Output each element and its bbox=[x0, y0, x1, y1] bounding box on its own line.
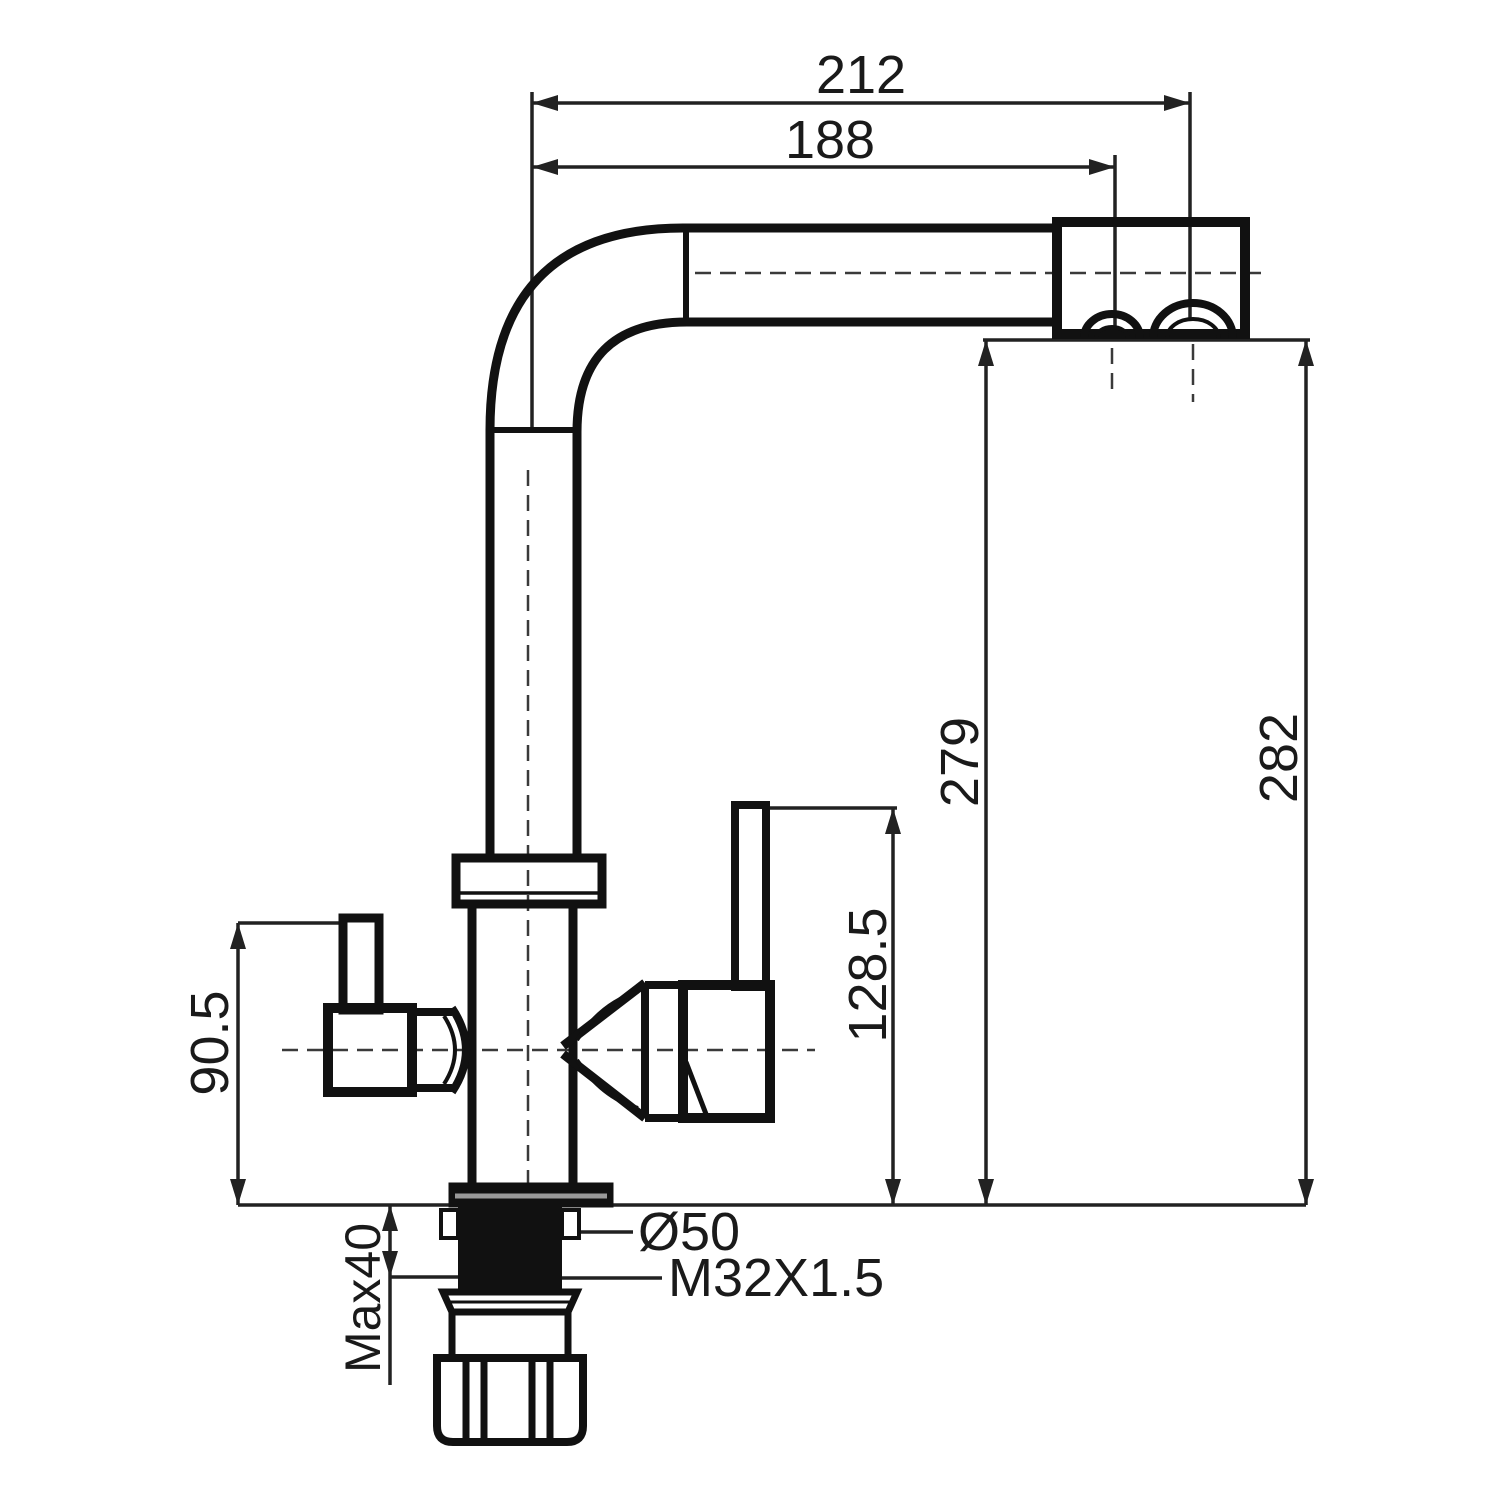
aerator1-inner bbox=[1094, 325, 1130, 339]
arrowhead bbox=[1164, 95, 1190, 111]
faucet-outline bbox=[323, 217, 1250, 1186]
arrowhead bbox=[382, 1251, 398, 1277]
arrowhead bbox=[532, 95, 558, 111]
dimension-lines bbox=[230, 92, 1314, 1385]
dim-label-282: 282 bbox=[1249, 713, 1309, 803]
left-cap-outer-arc bbox=[448, 1005, 470, 1095]
arrowhead bbox=[885, 808, 901, 834]
threaded-shank bbox=[458, 1206, 562, 1292]
cone-inner-top bbox=[575, 990, 639, 1042]
dimension-labels: 212 188 279 282 128.5 90.5 Max40 Ø50 M32… bbox=[180, 45, 1309, 1373]
spout-inner-curve bbox=[572, 317, 1062, 862]
arrowhead bbox=[1298, 340, 1314, 366]
arrowhead bbox=[230, 1179, 246, 1205]
arrowhead bbox=[230, 923, 246, 949]
body-collar bbox=[451, 853, 607, 909]
left-lever-body bbox=[323, 1003, 417, 1097]
right-handle-body bbox=[678, 980, 775, 1123]
arrowhead bbox=[1298, 1179, 1314, 1205]
arrowhead bbox=[382, 1205, 398, 1231]
dim-label-188: 188 bbox=[785, 110, 875, 170]
cone-inner-bottom bbox=[575, 1058, 639, 1110]
right-lever-rod bbox=[731, 801, 770, 991]
arrowhead bbox=[532, 159, 558, 175]
aerator2-outer bbox=[1149, 299, 1237, 339]
spout-head bbox=[1052, 217, 1250, 339]
mounting-hardware bbox=[433, 1182, 614, 1446]
dim-label-max40: Max40 bbox=[335, 1223, 391, 1373]
arrowhead bbox=[978, 340, 994, 366]
arrowhead bbox=[885, 1179, 901, 1205]
shank-notch-right bbox=[560, 1208, 581, 1240]
dim-label-128-5: 128.5 bbox=[838, 907, 898, 1042]
arrowhead bbox=[1089, 159, 1115, 175]
dim-label-279: 279 bbox=[930, 717, 990, 807]
aerator2-inner bbox=[1165, 317, 1221, 339]
dim-label-thread: M32X1.5 bbox=[668, 1248, 884, 1308]
aerator1-outer bbox=[1080, 310, 1144, 339]
left-lever-rod bbox=[338, 913, 384, 1015]
left-cap-inner-arc bbox=[442, 1014, 457, 1086]
spout-outer-curve bbox=[485, 223, 1062, 862]
centerlines bbox=[282, 271, 1262, 1203]
shank-notch-left bbox=[439, 1208, 460, 1240]
dim-label-212: 212 bbox=[816, 45, 906, 105]
handle-crease bbox=[683, 1061, 709, 1115]
dim-label-diameter-50: Ø50 bbox=[638, 1202, 740, 1262]
dim-label-90-5: 90.5 bbox=[180, 990, 240, 1095]
knurled-mounting-nut bbox=[433, 1354, 587, 1446]
arrowhead bbox=[978, 1179, 994, 1205]
